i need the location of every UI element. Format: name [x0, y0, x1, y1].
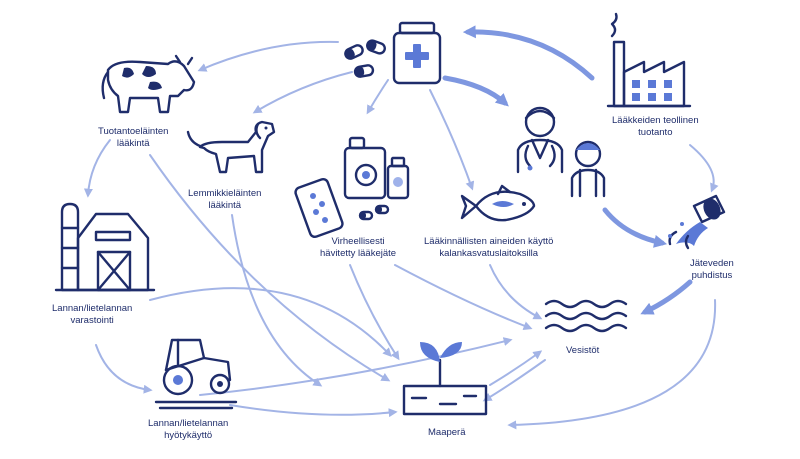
water-waves-icon [544, 299, 628, 333]
arrow-waters-to-soil [482, 359, 546, 402]
soil-sprout-icon [402, 342, 488, 416]
medicine-bottle-pills-icon [344, 21, 442, 85]
label-wastewater: Jäteveden puhdistus [690, 258, 734, 281]
arrow-medicine-to-fish [429, 89, 475, 191]
arrow-tractor-to-soil [229, 404, 398, 418]
arrow-medicine-to-dog [252, 71, 353, 114]
wastewater-pipe-icon [668, 194, 726, 250]
label-manure-storage: Lannan/lietelannan varastointi [52, 303, 133, 326]
medicine-waste-icon [294, 136, 410, 239]
barn-icon [54, 202, 156, 292]
arrow-humans-to-wastewater [602, 207, 668, 248]
arrow-barn-to-tractor [95, 344, 153, 394]
arrow-barn-to-soil [149, 287, 392, 357]
arrow-disposal-to-soil [349, 264, 400, 361]
label-waters: Vesistöt [566, 345, 600, 356]
cow-icon [101, 54, 196, 114]
arrow-dog-to-soil [231, 214, 323, 387]
label-aquaculture: Lääkinnällisten aineiden käyttö kalankas… [424, 236, 554, 259]
arrow-medicine-to-cow [197, 40, 339, 72]
arrow-cow-to-barn [83, 139, 111, 198]
arrow-medicine-to-disposal [366, 79, 389, 115]
arrow-wastewater-to-waters [640, 279, 693, 315]
label-production-animals: Tuotantoeläinten lääkintä [98, 126, 169, 149]
arrow-soil-to-waters [489, 350, 543, 386]
arrow-industry-to-wastewater [689, 144, 719, 193]
arrow-medicine-to-humans [442, 75, 509, 107]
doctor-patient-icon [516, 106, 606, 198]
label-manure-use: Lannan/lietelannan hyötykäyttö [148, 418, 229, 441]
arrow-wastewater-to-soil [507, 299, 717, 430]
fish-icon [460, 184, 536, 222]
arrow-disposal-to-waters [394, 264, 533, 330]
arrow-industry-to-medicine [462, 25, 595, 81]
arrow-cow-to-soil [149, 154, 391, 382]
tractor-icon [154, 338, 238, 410]
strong-arrows [442, 25, 693, 315]
arrow-global-loop [199, 337, 513, 396]
factory-icon [606, 12, 692, 108]
label-soil: Maaperä [428, 427, 466, 438]
label-industry: Lääkkeiden teollinen tuotanto [612, 115, 699, 138]
arrows [83, 40, 719, 430]
label-disposal: Virheellisesti hävitetty lääkejäte [320, 236, 397, 259]
dog-icon [186, 120, 276, 174]
label-pets: Lemmikkieläinten lääkintä [188, 188, 262, 211]
arrow-fish-to-waters [489, 264, 543, 320]
